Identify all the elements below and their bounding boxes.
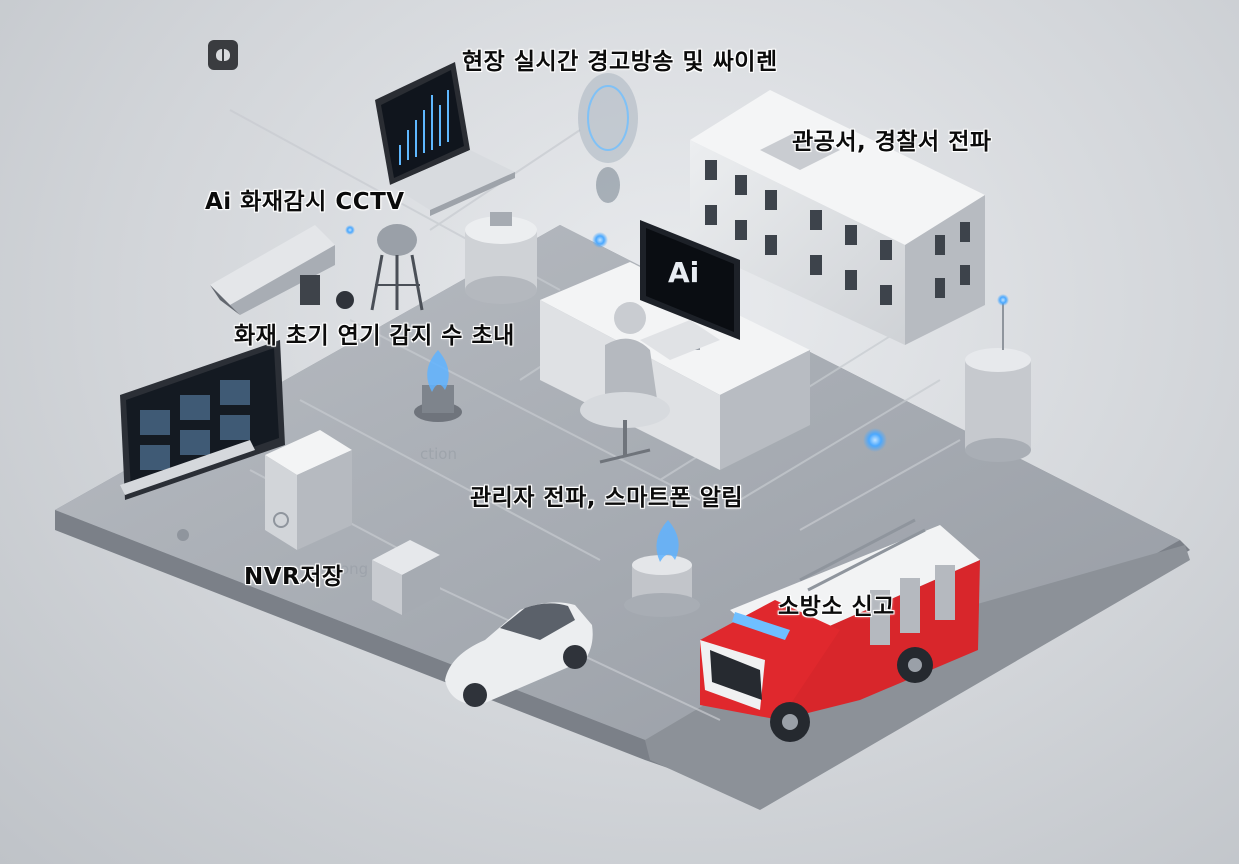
nvr-box (265, 430, 352, 550)
tank-device (465, 212, 537, 304)
fire-truck (700, 518, 980, 742)
security-monitor (120, 340, 285, 500)
cctv-camera (210, 225, 355, 315)
label-fire-station-report: 소방소 신고 (778, 594, 895, 620)
car (445, 602, 593, 707)
faint-action-text: ction (420, 445, 457, 463)
small-device (372, 540, 440, 615)
label-ai-cctv: Ai 화재감시 CCTV (205, 189, 405, 215)
label-warning-broadcast: 현장 실시간 경고방송 및 싸이렌 (462, 49, 778, 75)
brain-icon[interactable] (208, 40, 238, 70)
glow-points (177, 232, 887, 541)
label-early-detection: 화재 초기 연기 감지 수 초내 (234, 323, 515, 349)
faint-ng-text: ong (340, 560, 369, 578)
fire-sensor (414, 350, 462, 422)
cylinder-device (965, 294, 1031, 462)
fire-sensor-2 (624, 520, 700, 617)
government-building (690, 90, 985, 345)
label-nvr-storage: NVR저장 (244, 564, 344, 590)
siren-hologram (578, 73, 638, 203)
monitor-ai-text: Ai (668, 256, 699, 289)
label-admin-alert: 관리자 전파, 스마트폰 알림 (470, 485, 744, 511)
laptop (375, 62, 515, 216)
label-government-notice: 관공서, 경찰서 전파 (792, 129, 992, 155)
ai-workstation: Ai (540, 220, 810, 470)
tower-sensor (370, 224, 424, 311)
